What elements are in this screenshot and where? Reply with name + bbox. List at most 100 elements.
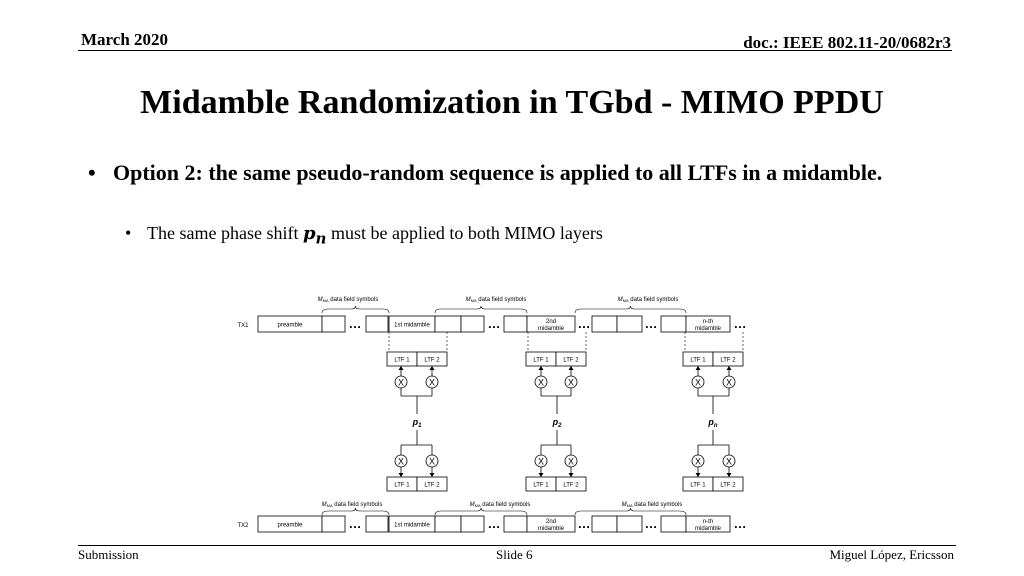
tx1-preamble-text: preamble (277, 323, 303, 329)
group-2-tx1-multiplier-symbol: X (538, 378, 544, 388)
tx1-ellipsis: … (734, 316, 747, 331)
bullet-dot: • (125, 223, 132, 243)
tx1-brace (321, 305, 390, 314)
tx1-field-label: MMA data field symbols (318, 297, 379, 303)
phase-symbol-letter: p (302, 223, 316, 244)
group-3-tx2-arrow-head (695, 473, 701, 477)
group-1-tx2-arrow-head (429, 473, 435, 477)
tx2-brace (574, 507, 687, 516)
group-3-tx2-ltf2-text: LTF 2 (720, 483, 736, 489)
tx2-data-symbol (591, 515, 618, 533)
group-2-tx2-arrow-head (568, 473, 574, 477)
group-2-tx1-arrow-head (568, 366, 574, 370)
tx2-field-label: MMA data field symbols (622, 502, 683, 508)
tx2-field-label: MMA data field symbols (322, 502, 383, 508)
header-divider (78, 50, 952, 51)
tx1-brace (574, 305, 687, 314)
group-3-tx2-multiplier-symbol: X (726, 457, 732, 467)
header-doc-id: doc.: IEEE 802.11-20/0682r3 (743, 33, 951, 52)
tx2-ellipsis: … (349, 516, 362, 531)
tx1-data-symbol (660, 315, 687, 333)
tx2-data-symbol (365, 515, 389, 533)
group-2-tx1-arrow-head (538, 366, 544, 370)
tx1-ellipsis: … (488, 316, 501, 331)
group-2-phase-label: p2 (552, 417, 563, 429)
tx2-nth-midamble-text: midamble (695, 526, 722, 532)
tx2-ellipsis: … (645, 516, 658, 531)
tx2-data-symbol (434, 515, 462, 533)
group-2-tx1-ltf1-text: LTF 1 (533, 358, 549, 364)
tx1-second-midamble (526, 315, 576, 333)
group-2-tx2-multiplier-symbol: X (568, 457, 574, 467)
group-1-tx2-multiplier-symbol: X (429, 457, 435, 467)
group-1-tx2-arrow-head (398, 473, 404, 477)
tx2-field-label: MMA data field symbols (470, 502, 531, 508)
bullet-level2-before: The same phase shift (147, 223, 303, 243)
group-2-tx2-ltf2 (555, 476, 587, 492)
tx1-data-symbol (460, 315, 485, 333)
tx1-second-midamble-text: 2nd (546, 319, 556, 325)
slide-title: Midamble Randomization in TGbd - MIMO PP… (140, 84, 884, 121)
tx1-data-symbol (591, 315, 618, 333)
group-2-tx1-ltf2-text: LTF 2 (563, 358, 579, 364)
bullet-dot: • (88, 160, 96, 185)
group-1-tx2-ltf2 (416, 476, 448, 492)
tx1-data-symbol (503, 315, 528, 333)
group-2-tx2-ltf2-text: LTF 2 (563, 483, 579, 489)
tx2-first-midamble-text: 1st midamble (394, 523, 430, 529)
tx2-ellipsis: … (734, 516, 747, 531)
group-2-tx1-multiplier-symbol: X (568, 378, 574, 388)
group-1-tx2-multiplier-symbol: X (398, 457, 404, 467)
tx1-label: TX1 (237, 323, 249, 329)
group-2-tx2-ltf1-text: LTF 1 (533, 483, 549, 489)
group-3-phase-label: pn (707, 417, 718, 429)
group-3-tx2-arrow-head (726, 473, 732, 477)
tx2-data-symbol (503, 515, 528, 533)
phase-symbol-sub: n (315, 229, 327, 248)
tx1-nth-midamble-text: midamble (695, 326, 722, 332)
tx2-second-midamble (526, 515, 576, 533)
group-1-tx2-ltf2-text: LTF 2 (424, 483, 440, 489)
tx1-field-label: MMA data field symbols (466, 297, 527, 303)
tx1-ellipsis: … (349, 316, 362, 331)
tx1-data-symbol (616, 315, 643, 333)
tx2-preamble-text: preamble (277, 523, 303, 529)
group-3-tx1-multiplier-symbol: X (726, 378, 732, 388)
tx2-nth-midamble-text: n-th (703, 519, 713, 525)
group-3-tx1-arrow-head (726, 366, 732, 370)
tx2-second-midamble-text: 2nd (546, 519, 556, 525)
tx2-ellipsis: … (578, 516, 591, 531)
phase-symbol: pn (302, 223, 327, 248)
group-1-tx1-multiplier-symbol: X (429, 378, 435, 388)
tx1-data-symbol (434, 315, 462, 333)
bullet-level1: • Option 2: the same pseudo-random seque… (88, 158, 908, 187)
tx1-data-symbol (321, 315, 346, 333)
tx1-brace (434, 305, 528, 314)
group-1-tx1-arrow-head (429, 366, 435, 370)
footer-slide-number: Slide 6 (496, 547, 533, 562)
group-3-tx1-ltf2 (712, 351, 744, 367)
group-3-tx2-ltf2 (712, 476, 744, 492)
footer-divider (78, 545, 956, 546)
tx2-data-symbol (616, 515, 643, 533)
tx2-nth-midamble (685, 515, 731, 533)
tx1-ellipsis: … (578, 316, 591, 331)
bullet-level2-text: The same phase shift pn must be applied … (147, 223, 603, 248)
tx2-second-midamble-text: midamble (538, 526, 565, 532)
tx2-data-symbol (460, 515, 485, 533)
bullet-level1-text: Option 2: the same pseudo-random sequenc… (113, 160, 883, 185)
header-date: March 2020 (81, 30, 169, 49)
group-1-tx1-ltf1-text: LTF 1 (394, 358, 410, 364)
tx1-data-symbol (365, 315, 389, 333)
group-3-tx1-arrow-head (695, 366, 701, 370)
tx1-nth-midamble (685, 315, 731, 333)
tx2-brace (321, 507, 390, 516)
group-3-tx1-ltf1-text: LTF 1 (690, 358, 706, 364)
group-1-phase-label: p1 (412, 417, 423, 429)
bullet-level2-after: must be applied to both MIMO layers (326, 223, 603, 243)
group-3-tx2-multiplier-symbol: X (695, 457, 701, 467)
tx2-brace (434, 507, 528, 516)
tx1-second-midamble-text: midamble (538, 326, 565, 332)
bullet-level2: • The same phase shift pn must be applie… (125, 223, 603, 248)
